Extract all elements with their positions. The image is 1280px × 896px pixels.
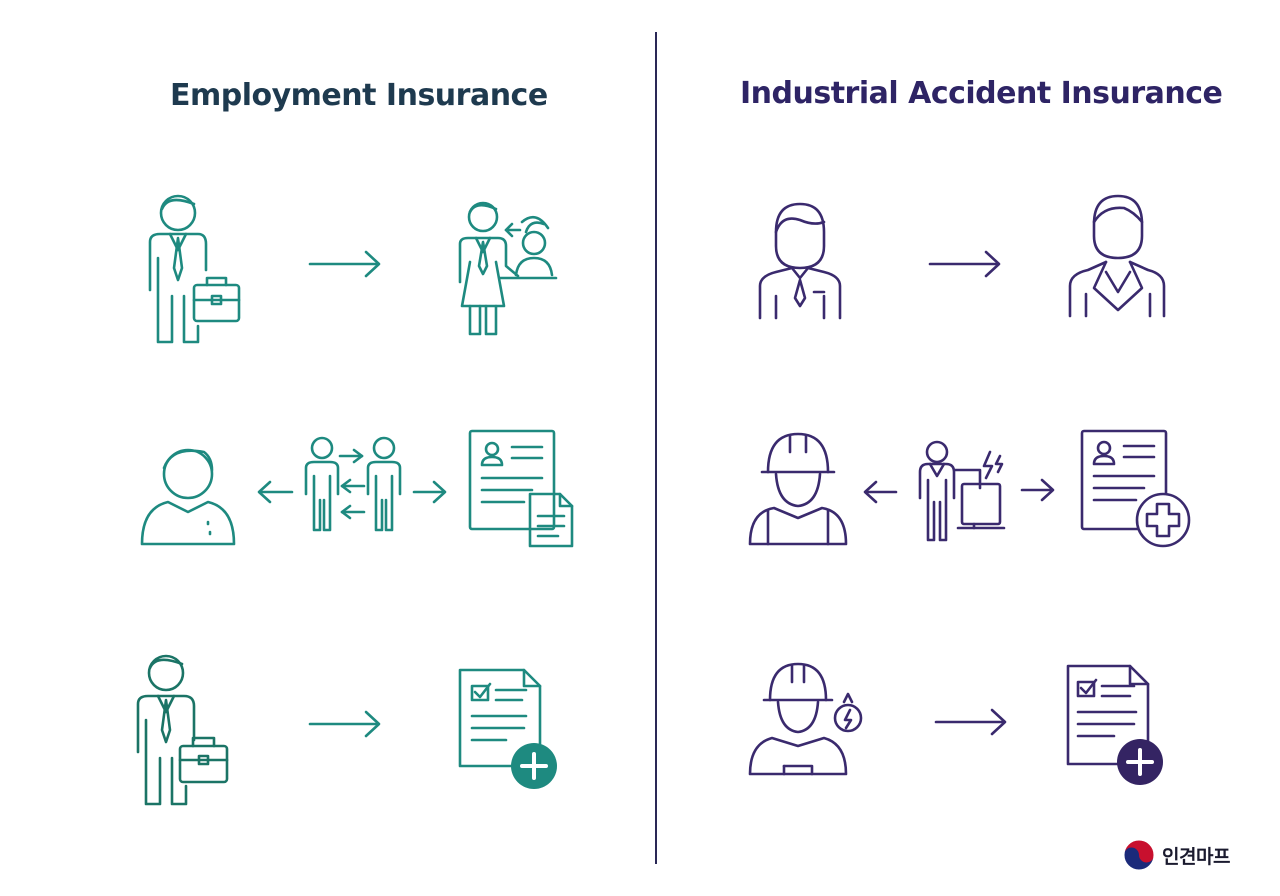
arrow-left-icon	[863, 480, 898, 504]
injured-worker-icon	[748, 662, 863, 776]
job-counselor-icon	[458, 201, 558, 336]
businessman-briefcase-icon	[148, 194, 241, 344]
worker-icon	[758, 202, 842, 320]
arrow-right-icon	[308, 710, 381, 738]
businessman-briefcase-icon	[136, 654, 229, 806]
industrial-accident-insurance-title: Industrial Accident Insurance	[740, 76, 1223, 111]
employment-insurance-title: Employment Insurance	[170, 78, 548, 113]
arrow-right-icon	[412, 480, 447, 504]
job-seeker-icon	[140, 448, 236, 546]
taegeuk-emblem-icon	[1123, 839, 1155, 871]
electric-hazard-worker-icon	[918, 440, 1006, 542]
hard-hat-worker-icon	[748, 432, 848, 546]
people-exchange-icon	[304, 436, 402, 532]
arrow-right-icon	[928, 250, 1001, 278]
checklist-document-plus-icon	[458, 668, 557, 789]
application-documents-icon	[468, 429, 574, 548]
arrow-right-icon	[934, 708, 1007, 736]
arrow-right-icon	[308, 250, 381, 278]
logo-text: 인견마프	[1162, 845, 1230, 868]
business-woman-icon	[1068, 194, 1166, 318]
medical-claim-form-icon	[1080, 429, 1191, 548]
checklist-document-plus-icon	[1066, 664, 1163, 785]
government-logo: 인견마프	[1122, 838, 1230, 872]
panel-divider	[655, 32, 657, 864]
arrow-right-icon	[1020, 478, 1055, 502]
arrow-left-icon	[257, 480, 294, 504]
